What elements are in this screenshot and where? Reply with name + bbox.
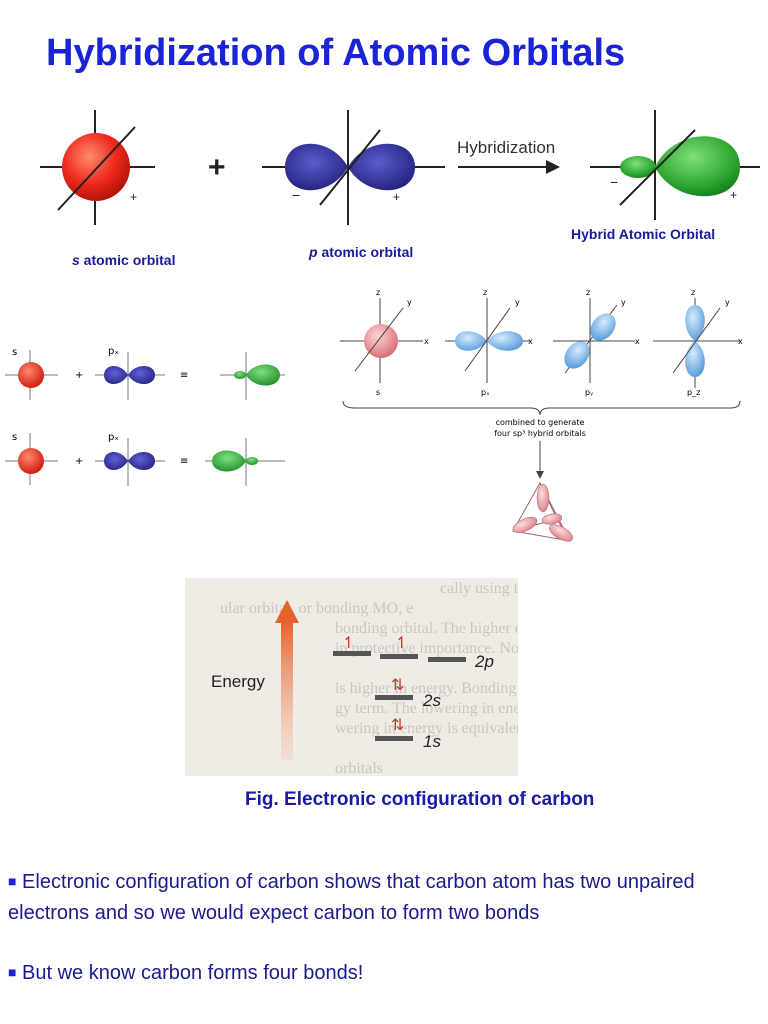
sp3-px-label: pₓ [481,388,490,397]
p-orbital-label: p atomic orbital [309,244,414,260]
svg-text:y: y [515,298,520,307]
2p-electron-1: ↿ [342,635,355,652]
svg-text:x: x [738,337,743,346]
bullet-2: ■ But we know carbon forms four bonds! [8,962,364,984]
svg-text:y: y [621,298,626,307]
orbital-combination-diagram: + + − + Hybridization − + [40,110,760,225]
2p-level-3 [428,657,466,662]
row1-px-label: pₓ [108,346,119,357]
svg-text:z: z [376,288,380,297]
sp3-orbital-diagram: z y x s z y x pₓ z y x pᵧ z y x p_z combined to … [340,288,743,542]
plus-sign: + [208,151,226,184]
2p-electron-2: ↿ [395,635,408,652]
2p-level-2 [380,654,418,659]
page-title: Hybridization of Atomic Orbitals [46,32,626,74]
sp3-py-label: pᵧ [585,388,593,397]
combined-line1: combined to generate [496,418,585,427]
s-orbital-sphere: + [40,110,155,225]
svg-text:x: x [528,337,533,346]
svg-text:x: x [635,337,640,346]
arrow-right-icon [546,160,560,174]
2p-level-1 [333,651,371,656]
hybridization-arrow-label: Hybridization [457,138,555,157]
figure-caption: Fig. Electronic configuration of carbon [245,789,595,810]
svg-text:+: + [730,188,737,202]
hybrid-orbital-lobes: − + [590,110,760,220]
energy-arrow-icon [275,600,299,623]
svg-text:−: − [610,174,618,190]
1s-electrons: ⇅ [391,717,404,734]
2s-electrons: ⇅ [391,677,404,694]
svg-text:+: + [130,190,137,204]
row1-equiv: ≡ [180,370,188,381]
2p-label: 2p [475,652,494,671]
row2-px-label: pₓ [108,432,119,443]
svg-text:+: + [393,190,400,204]
row1-s-label: s [12,347,17,358]
bullet-square-icon: ■ [8,964,17,980]
row2-s-label: s [12,432,17,443]
svg-text:y: y [407,298,412,307]
1s-level [375,736,413,741]
arrow-down-icon [536,471,544,479]
svg-text:z: z [483,288,487,297]
2s-level [375,695,413,700]
2s-label: 2s [423,691,441,710]
svg-text:y: y [725,298,730,307]
sp3-s-label: s [376,388,380,397]
bullet-square-icon: ■ [8,873,17,889]
sp3-tetrahedral-orbitals [512,481,573,542]
row2-equiv: ≡ [180,456,188,467]
svg-text:x: x [424,337,429,346]
1s-label: 1s [423,732,441,751]
row1-plus: + [75,370,83,381]
sp3-pz-label: p_z [687,388,700,397]
hybrid-orbital-label: Hybrid Atomic Orbital [571,226,716,242]
p-orbital-lobes: − + [262,110,445,225]
energy-level-diagram: cally using the LUMO functor ular orbita… [185,578,518,776]
s-orbital-label: s atomic orbital [72,252,176,268]
combined-line2: four sp³ hybrid orbitals [494,429,586,438]
energy-axis-label: Energy [211,672,265,691]
svg-text:z: z [586,288,590,297]
bullet-1: ■ Electronic configuration of carbon sho… [8,871,695,924]
sp-hybrid-small-diagram: s + pₓ ≡ s + pₓ ≡ [5,346,285,486]
svg-text:z: z [691,288,695,297]
row2-plus: + [75,456,83,467]
svg-text:−: − [292,187,300,203]
